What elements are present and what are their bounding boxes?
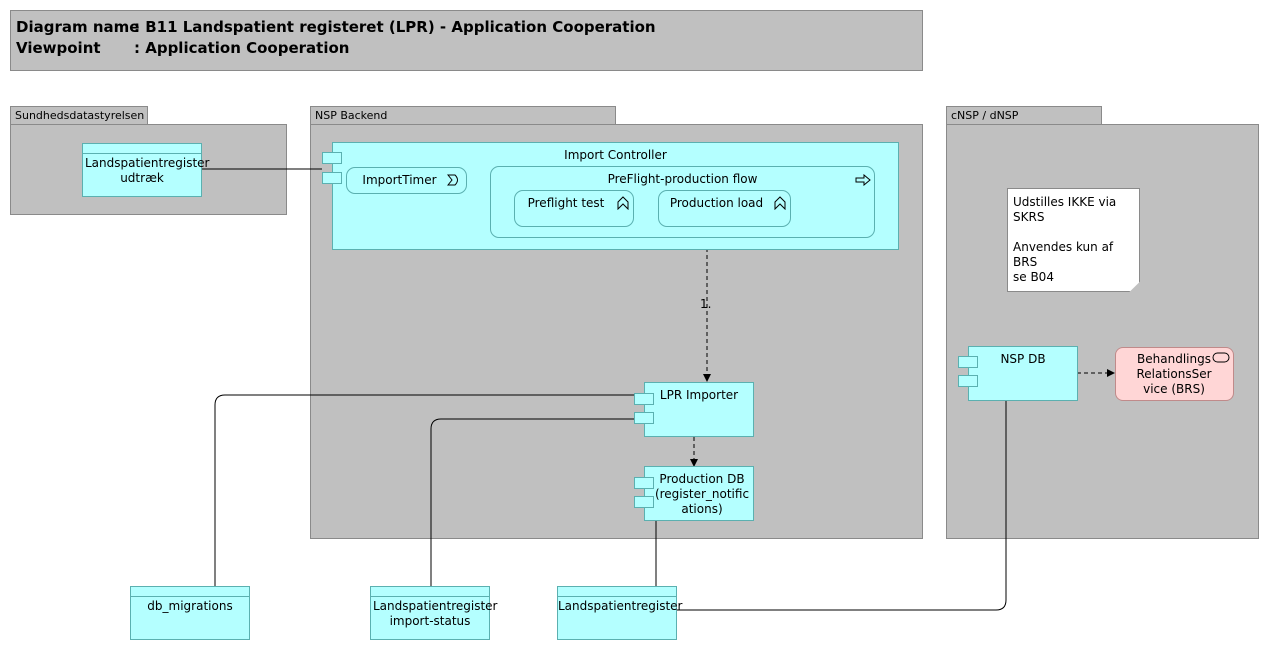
group-tab-nsp: NSP Backend — [310, 106, 616, 125]
import-timer-label: ImportTimer — [362, 173, 437, 187]
viewpoint-value: : Application Cooperation — [134, 39, 350, 57]
note-udstilles[interactable]: Udstilles IKKE via SKRS Anvendes kun af … — [1007, 188, 1140, 292]
service-icon — [1212, 352, 1230, 363]
diagram-header: Diagram name: B11 Landspatient registere… — [10, 10, 923, 71]
note-line-1: Udstilles IKKE via SKRS — [1013, 195, 1117, 224]
lpr-importer-label: LPR Importer — [659, 388, 739, 402]
lpr-importer-box[interactable]: LPR Importer — [644, 382, 754, 437]
production-db-lug-top — [634, 477, 654, 489]
note-line-2: Anvendes kun af BRS — [1013, 240, 1114, 269]
group-tab-cnsp: cNSP / dNSP — [946, 106, 1102, 125]
landspatientregister-box[interactable]: Landspatientregister — [557, 586, 683, 640]
landspatientregister-label: Landspatientregister — [558, 599, 683, 613]
nsp-db-lug-top — [958, 356, 978, 368]
nsp-db-label: NSP DB — [1000, 352, 1046, 366]
production-db-label: Production DB (register_notifications) — [654, 472, 750, 516]
function-icon — [774, 196, 786, 210]
flow-label: 1. — [700, 297, 712, 311]
lpr-importer-lug-top — [634, 393, 654, 405]
event-icon — [447, 174, 458, 186]
import-controller-lug-top — [322, 152, 342, 164]
landspatientregister-udtraek-label: Landspatientregister udtræk — [85, 156, 210, 185]
lpr-importer-lug-bottom — [634, 412, 654, 424]
import-controller-label: Import Controller — [564, 148, 667, 162]
landspatientregister-udtraek-box[interactable]: Landspatientregister udtræk — [82, 143, 210, 197]
diagram-name-value: : B11 Landspatient registeret (LPR) - Ap… — [134, 18, 656, 36]
function-icon — [617, 196, 629, 210]
production-db-lug-bottom — [634, 496, 654, 508]
importer-to-dbmigrations-line — [214, 394, 634, 586]
preflight-test-label: Preflight test — [527, 196, 605, 210]
viewpoint-label: Viewpoint — [16, 39, 101, 57]
import-status-label: Landspatientregister import-status — [373, 599, 498, 628]
brs-service-box[interactable]: BehandlingsRelationsService (BRS) — [1115, 347, 1234, 401]
import-controller-lug-bottom — [322, 172, 342, 184]
nsp-db-lug-bottom — [958, 375, 978, 387]
brs-service-label: BehandlingsRelationsService (BRS) — [1136, 352, 1212, 396]
production-load-label: Production load — [669, 196, 764, 210]
import-status-box[interactable]: Landspatientregister import-status — [370, 586, 498, 640]
production-load-box[interactable]: Production load — [658, 190, 791, 227]
preflight-test-box[interactable]: Preflight test — [514, 190, 634, 227]
diagram-name-label: Diagram name — [16, 18, 140, 36]
preflight-production-flow-label: PreFlight-production flow — [607, 172, 758, 186]
importer-to-importstatus-line — [430, 418, 634, 586]
note-line-3: se B04 — [1013, 270, 1054, 284]
db-migrations-label: db_migrations — [147, 599, 233, 613]
process-arrow-icon — [855, 174, 871, 186]
group-tab-sundhed: Sundhedsdatastyrelsen — [10, 106, 148, 125]
import-timer-box[interactable]: ImportTimer — [346, 167, 467, 194]
nsp-db-box[interactable]: NSP DB — [968, 346, 1078, 401]
register-to-nspdb-line — [676, 400, 1007, 611]
db-migrations-box[interactable]: db_migrations — [130, 586, 250, 640]
production-db-box[interactable]: Production DB (register_notifications) — [644, 466, 754, 521]
